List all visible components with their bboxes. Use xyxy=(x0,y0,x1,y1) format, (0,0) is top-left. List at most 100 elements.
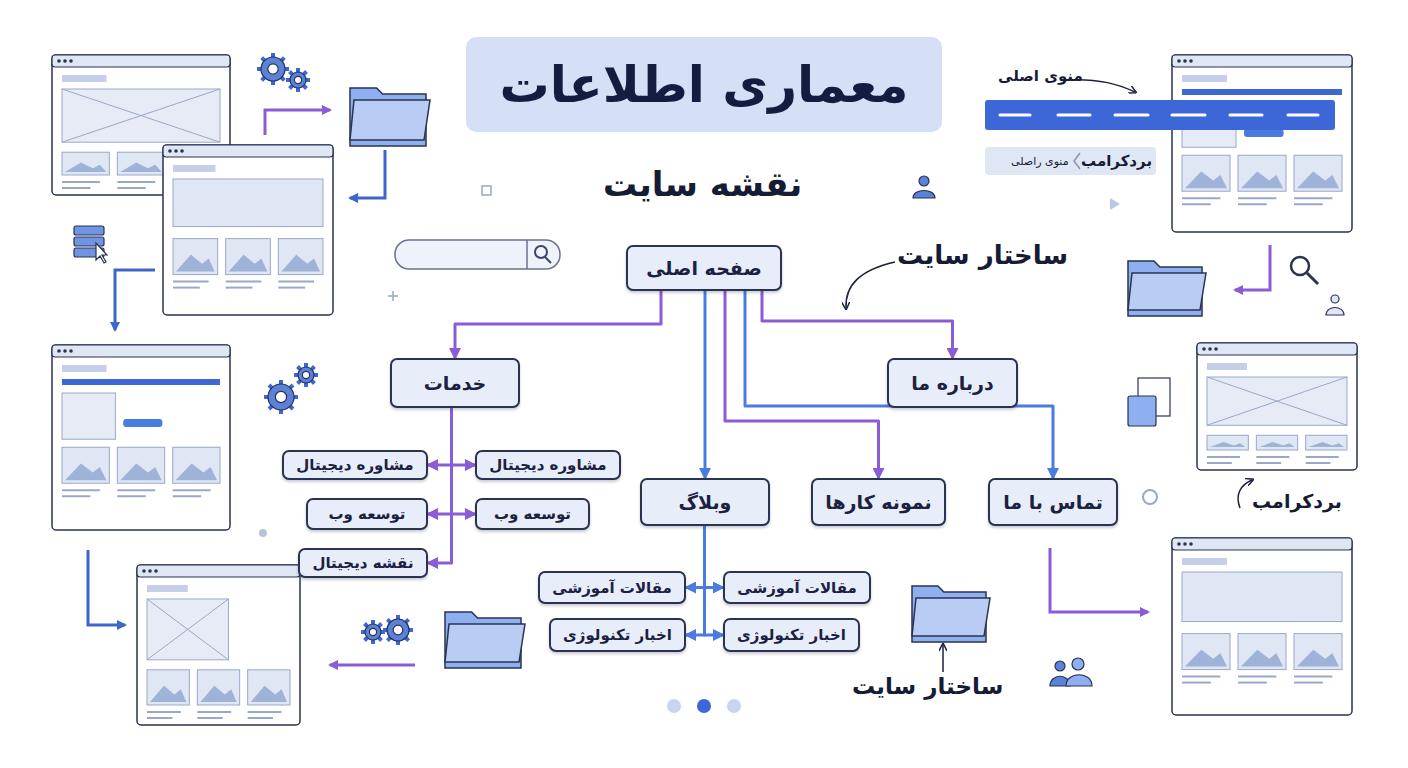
decor-shape xyxy=(154,569,158,573)
decor-shape xyxy=(1207,462,1232,464)
decor-shape xyxy=(1238,155,1286,191)
decor-shape xyxy=(1185,171,1227,188)
decor-shape xyxy=(117,495,145,497)
decor-shape xyxy=(117,187,145,189)
decor-shape xyxy=(62,393,115,439)
decor-shape xyxy=(69,349,73,353)
decor-shape xyxy=(69,59,73,63)
page-box: توسعه وب xyxy=(306,498,428,530)
decor-shape xyxy=(1207,377,1347,425)
decor-shape xyxy=(1238,634,1286,670)
decor-shape xyxy=(1172,538,1352,550)
decor-shape xyxy=(1182,558,1227,565)
decor-shape xyxy=(294,363,318,387)
decor-shape xyxy=(1185,650,1227,667)
decor-shape xyxy=(62,89,220,142)
tree-connector xyxy=(428,408,452,465)
decor-shape xyxy=(57,349,61,353)
decor-shape xyxy=(278,281,314,283)
tree-connector xyxy=(686,526,705,588)
decor-shape xyxy=(251,686,287,702)
tree-connector xyxy=(704,291,707,478)
decor-shape xyxy=(173,489,211,491)
decor-shape xyxy=(1294,676,1332,678)
decor-shape xyxy=(176,255,215,272)
decor-shape xyxy=(1182,197,1220,199)
title-panel: معماری اطلاعات xyxy=(466,37,942,132)
decor-shape xyxy=(62,489,100,491)
gear-icon xyxy=(286,68,310,92)
decor-shape xyxy=(173,281,209,283)
browser-window xyxy=(52,345,230,530)
decor-shape xyxy=(286,68,310,92)
decor-shape xyxy=(1306,456,1339,458)
decor-shape xyxy=(1241,171,1283,188)
folder-icon xyxy=(912,586,990,642)
tree-connector xyxy=(745,291,1053,478)
tree-connector xyxy=(725,291,879,478)
decor-shape xyxy=(147,717,172,719)
note-label: نقشه سایت xyxy=(603,164,802,204)
decor-shape xyxy=(226,287,253,289)
decor-shape xyxy=(361,620,385,644)
decor-shape xyxy=(1214,347,1218,351)
page-box: صفحه اصلی xyxy=(626,245,782,291)
decor-shape xyxy=(1182,572,1342,622)
decor-shape xyxy=(120,162,161,172)
decor-shape xyxy=(1172,55,1352,67)
page-box: خدمات xyxy=(390,358,520,408)
browser-window xyxy=(137,565,300,725)
folder-icon xyxy=(350,88,430,146)
browser-window xyxy=(1197,343,1357,470)
decor-shape xyxy=(445,624,525,662)
browser-window xyxy=(163,145,333,315)
decor-shape xyxy=(147,670,189,705)
decor-shape xyxy=(298,367,314,383)
decor-shape xyxy=(248,670,290,705)
decor-shape xyxy=(1294,197,1332,199)
decor-shape xyxy=(163,145,333,157)
decor-shape xyxy=(1207,456,1240,458)
decor-shape xyxy=(1182,89,1342,95)
decor-shape xyxy=(147,599,229,660)
decor-shape xyxy=(1256,462,1281,464)
decor-shape xyxy=(180,149,184,153)
decor-shape xyxy=(1210,442,1245,447)
decor-shape xyxy=(57,59,61,63)
decor-shape xyxy=(147,585,188,592)
folder-icons xyxy=(350,88,1206,668)
decor-shape xyxy=(197,711,231,713)
gear-icon xyxy=(264,380,298,414)
decor-shape xyxy=(290,72,306,88)
decor-shape xyxy=(1172,55,1352,232)
decor-shape xyxy=(173,179,323,227)
decor-shape xyxy=(1294,634,1342,670)
page-box: نقشه دیجیتال xyxy=(298,548,428,578)
decor-shape xyxy=(117,152,164,175)
page-box: اخبار تکنولوژی xyxy=(723,618,860,652)
decor-shape xyxy=(123,419,162,427)
decor-shape xyxy=(1189,59,1193,63)
note-label: ساختار سایت xyxy=(897,240,1068,270)
decor-shape xyxy=(264,380,298,414)
decor-shape xyxy=(278,239,323,275)
decor-shape xyxy=(52,55,230,67)
decor-shape xyxy=(278,287,305,289)
tree-connector xyxy=(705,526,724,588)
decor-shape xyxy=(1306,435,1347,450)
page-box: وبلاگ xyxy=(640,478,770,526)
page-box: مقالات آموزشی xyxy=(538,571,686,604)
decor-shape xyxy=(1182,155,1230,191)
decor-shape xyxy=(1177,542,1181,546)
page-label: تماس با ما xyxy=(1003,491,1103,513)
decor-shape xyxy=(1197,343,1357,470)
decor-shape xyxy=(1182,682,1211,684)
decor-shape xyxy=(1182,634,1230,670)
browser-window xyxy=(1172,55,1352,232)
page-box: اخبار تکنولوژی xyxy=(549,618,686,652)
page-box: درباره ما xyxy=(887,358,1018,408)
decor-shape xyxy=(1238,203,1267,205)
tree-connector xyxy=(705,526,724,635)
menu-bar xyxy=(985,100,1335,175)
page-label: مقالات آموزشی xyxy=(552,579,672,597)
